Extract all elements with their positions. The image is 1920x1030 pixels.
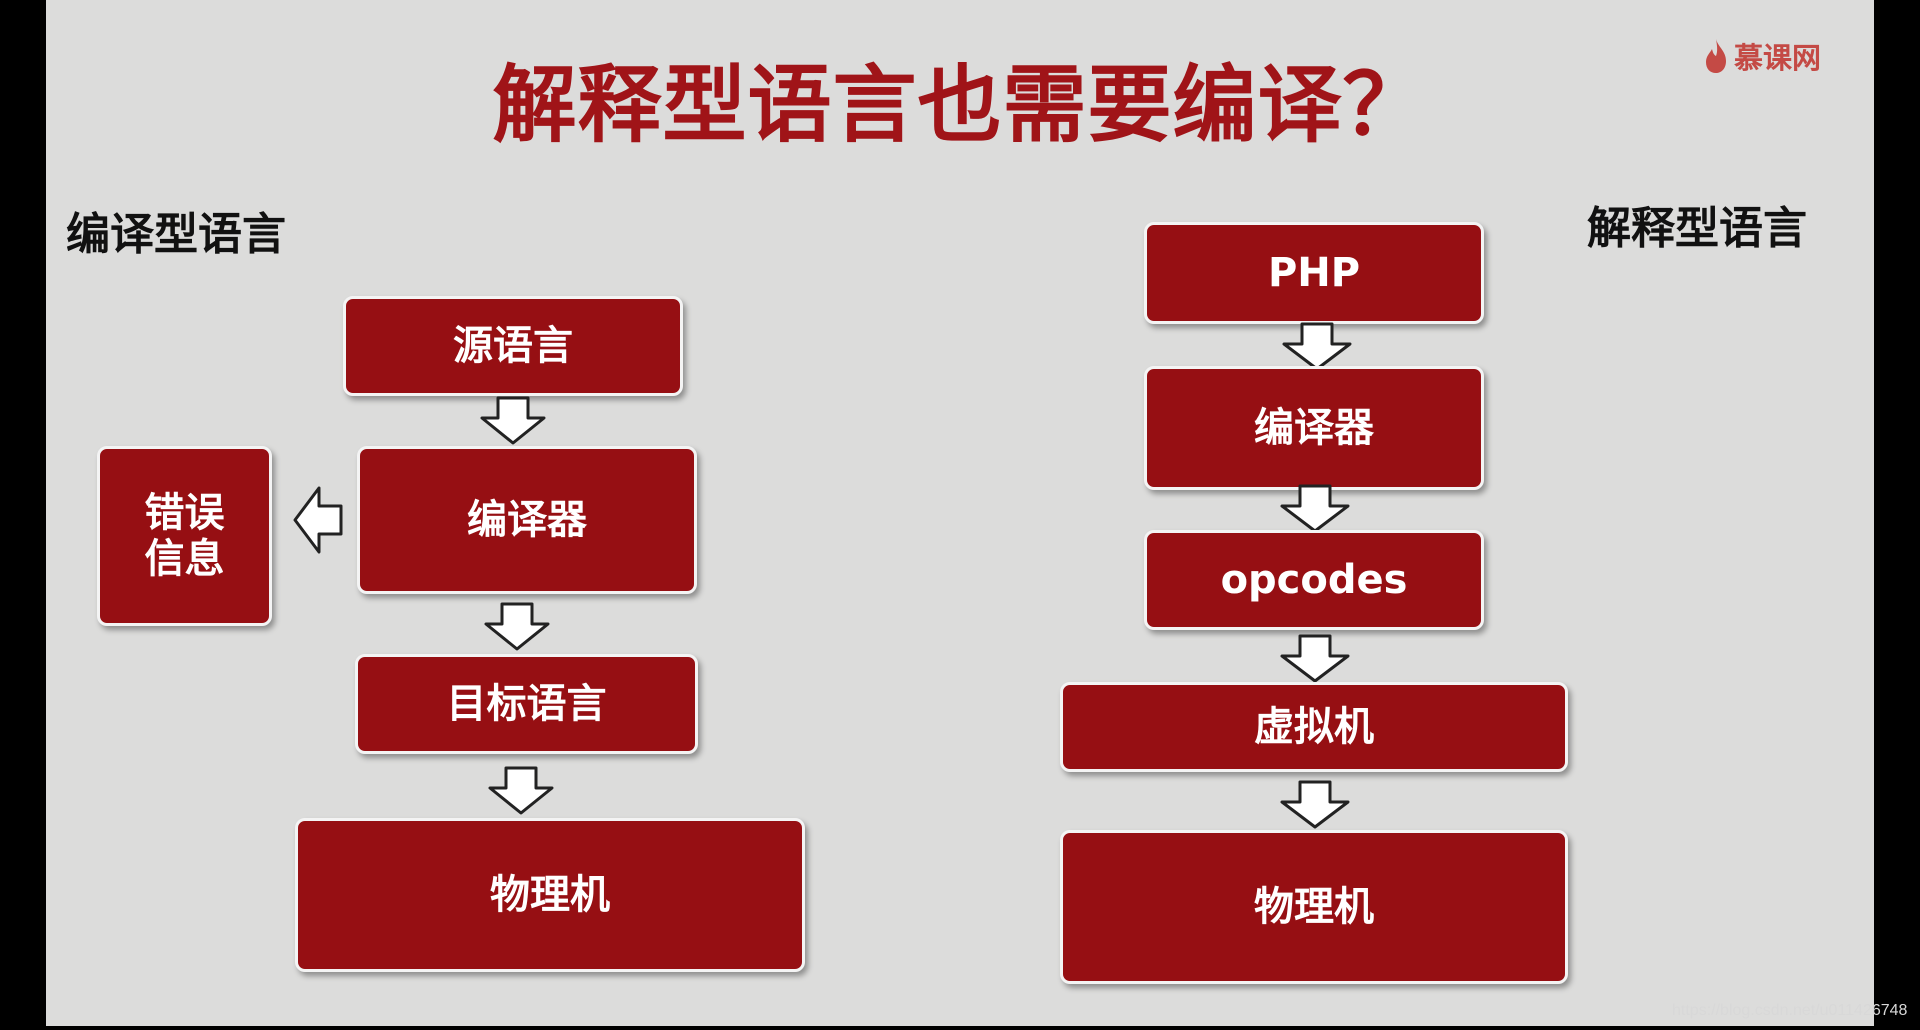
logo: 慕课网: [1702, 34, 1821, 78]
compiler-box: 编译器: [1144, 366, 1484, 490]
down-arrow-icon: [484, 602, 550, 651]
compiled-language-label: 编译型语言: [66, 209, 286, 260]
down-arrow-icon: [480, 396, 546, 445]
slide-title: 解释型语言也需要编译？: [492, 56, 1428, 154]
target-language-box: 目标语言: [355, 654, 698, 754]
opcodes-box: opcodes: [1144, 530, 1484, 630]
left-arrow-icon: [293, 486, 343, 554]
source-language-box: 源语言: [343, 296, 683, 396]
down-arrow-icon: [1280, 634, 1350, 683]
logo-text: 慕课网: [1734, 41, 1822, 75]
frame-border: [0, 1026, 1920, 1030]
virtual-machine-box: 虚拟机: [1060, 682, 1568, 772]
flame-icon: [1706, 39, 1726, 73]
physical-machine-box: 物理机: [295, 818, 805, 972]
down-arrow-icon: [1280, 484, 1350, 533]
error-info-box: 错误 信息: [97, 446, 272, 626]
error-line-1: 错误: [144, 490, 225, 536]
interpreted-language-label: 解释型语言: [1587, 203, 1807, 254]
down-arrow-icon: [1280, 780, 1350, 829]
down-arrow-icon: [488, 766, 554, 815]
watermark: https://blog.csdn.net/u011426748: [1672, 1002, 1908, 1019]
compiler-box: 编译器: [357, 446, 697, 594]
down-arrow-icon: [1282, 322, 1352, 371]
error-line-2: 信息: [144, 536, 225, 582]
physical-machine-box: 物理机: [1060, 830, 1568, 984]
php-box: PHP: [1144, 222, 1484, 324]
